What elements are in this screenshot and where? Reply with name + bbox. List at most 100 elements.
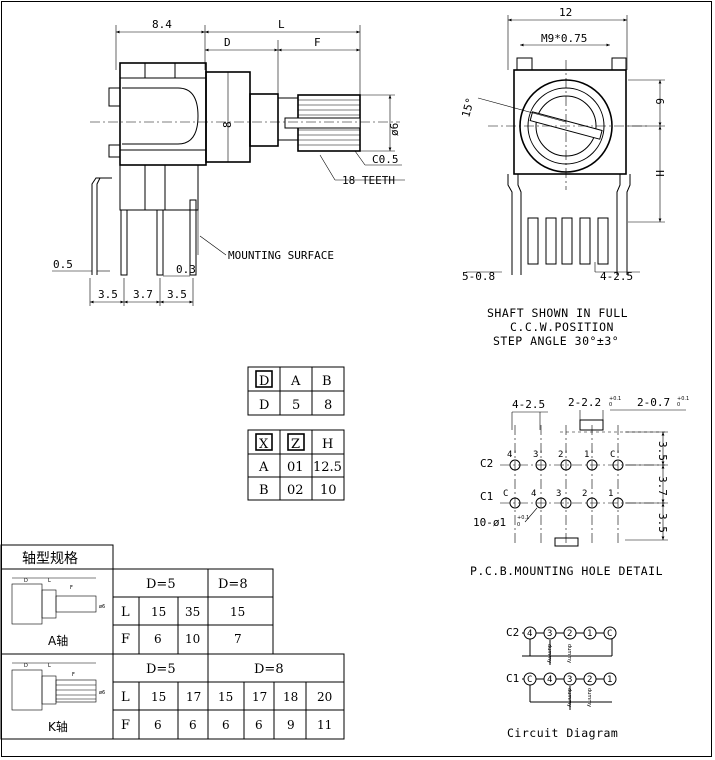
pcb-tol-2-07: +0.1: [677, 396, 689, 402]
knurl-lines: [298, 99, 360, 146]
a-row0-v2: 15: [230, 605, 245, 619]
label-mounting-surface: MOUNTING SURFACE: [228, 249, 334, 262]
pcb-row2-1: 4: [531, 489, 536, 499]
pcb-tol-2-22b: 0: [609, 402, 612, 408]
dim-37: 3.7: [133, 288, 153, 301]
k-row1-v4: 9: [287, 718, 295, 732]
dim-6: 6: [653, 98, 666, 105]
circuit-top-1: 3: [547, 629, 552, 639]
k-group-1: D=8: [254, 662, 284, 677]
dim-phi6: ø6: [388, 123, 401, 136]
circuit-top-4: C: [607, 629, 612, 639]
dim-8-4: 8.4: [152, 18, 172, 31]
table-d-r0: D: [259, 398, 269, 413]
pcb-dim-37: 3.7: [656, 476, 669, 496]
pcb-row1-3: 1': [584, 450, 595, 460]
note-ccw: C.C.W.POSITION: [510, 320, 614, 334]
dim-4-25: 4-2.5: [600, 270, 633, 283]
circuit-bot-4: 1: [607, 675, 612, 685]
circuit-top-3: 1: [587, 629, 592, 639]
a-row0-label: L: [121, 605, 130, 620]
table-d-h0: D: [259, 374, 269, 389]
pcb-detail: 4-2.5 2-2.2 +0.1 0 2-0.7 +0.1 0: [470, 396, 689, 578]
table-h-r0c1: 01: [287, 460, 304, 475]
circuit-dummy-1: dummy: [546, 644, 552, 663]
circuit-top-0: 4: [527, 629, 532, 639]
a-group-0: D=5: [146, 577, 176, 592]
label-18-teeth: 18 TEETH: [342, 174, 395, 187]
k-shaft-label: K轴: [48, 719, 68, 734]
table-h-r0c2: 12.5: [313, 460, 342, 475]
table-h-r0c0: A: [258, 460, 269, 475]
pcb-row2-4: 1: [608, 489, 613, 499]
dim-5-08: 5-0.8: [462, 270, 495, 283]
pcb-caption: P.C.B.MOUNTING HOLE DETAIL: [470, 564, 663, 578]
a-shaft-sketch: D L F ø6: [11, 577, 105, 625]
k-mini-phi: ø6: [99, 690, 105, 696]
dim-c05: C0.5: [372, 153, 399, 166]
pcb-row1-0: 4': [507, 450, 518, 460]
table-h-h1: Z: [291, 437, 300, 452]
pcb-holes-tolb: 0: [517, 522, 520, 528]
k-row1-v3: 6: [255, 718, 263, 732]
k-row1-v0: 6: [154, 718, 162, 732]
angle-15: 15°: [459, 96, 477, 119]
pcb-dim-4-25: 4-2.5: [512, 398, 545, 411]
circuit-c1: C1: [506, 672, 519, 685]
circuit-caption: Circuit Diagram: [507, 726, 618, 740]
circuit-diagram: C2 C1 4 3 2 1 C C 4 3 2 1 dummy dummy du…: [506, 626, 618, 740]
k-row0-v3: 17: [252, 690, 267, 704]
k-row0-v1: 17: [186, 690, 201, 704]
dim-35b: 3.5: [167, 288, 187, 301]
circuit-c2: C2: [506, 626, 519, 639]
dim-L: L: [278, 18, 285, 31]
circuit-dummy-4: dummy: [586, 688, 592, 707]
table-h-h0: X: [259, 437, 269, 452]
k-row1-v5: 11: [317, 718, 332, 732]
k-mini-l: L: [48, 663, 51, 669]
pcb-row2-0: C: [503, 489, 508, 499]
dim-H: H: [653, 170, 666, 177]
k-group-0: D=5: [146, 662, 176, 677]
a-row1-v2: 7: [234, 632, 242, 646]
note-shaft-full: SHAFT SHOWN IN FULL: [487, 306, 628, 320]
k-row1-v1: 6: [189, 718, 197, 732]
dim-12: 12: [559, 6, 572, 19]
k-row0-label: L: [121, 690, 130, 705]
note-step-angle: STEP ANGLE 30°±3°: [493, 334, 619, 348]
pcb-row1-1: 3': [533, 450, 544, 460]
table-d-h2: B: [322, 374, 332, 389]
circuit-bot-2: 3: [567, 675, 572, 685]
spec-tables: 轴型规格 D=5 D=8 L 15 35 15 F 6 10 7 D L F ø…: [0, 544, 345, 740]
pcb-c1: C1: [480, 490, 493, 503]
pcb-row1-4: C': [610, 450, 621, 460]
table-h-h2: H: [322, 437, 333, 452]
a-row1-v0: 6: [154, 632, 162, 646]
k-mini-f: F: [72, 672, 75, 678]
pcb-dim-2-07: 2-0.7: [637, 396, 670, 409]
side-view: 8.4 L D F 8: [52, 18, 405, 306]
pcb-dim-2-22: 2-2.2: [568, 396, 601, 409]
pcb-holes: [509, 459, 624, 509]
a-mini-d: D: [24, 578, 28, 584]
k-row1-v2: 6: [222, 718, 230, 732]
table-d-h1: A: [290, 374, 301, 389]
thread-m9: M9*0.75: [541, 32, 587, 45]
pcb-row2-2: 3: [556, 489, 561, 499]
k-row1-label: F: [121, 718, 130, 733]
circuit-top-2: 2: [567, 629, 572, 639]
table-h-r1c1: 02: [287, 483, 304, 498]
a-row1-label: F: [121, 632, 130, 647]
table-h-r1c0: B: [259, 483, 269, 498]
a-group-1: D=8: [218, 577, 248, 592]
table-h-r1c2: 10: [320, 483, 337, 498]
pcb-holes-label: 10-ø1: [473, 516, 506, 529]
a-row1-v1: 10: [185, 632, 200, 646]
k-row0-v2: 15: [218, 690, 233, 704]
pcb-c2: C2: [480, 457, 493, 470]
pcb-tol-2-07b: 0: [677, 402, 680, 408]
k-mini-d: D: [24, 663, 28, 669]
a-mini-phi: ø6: [99, 604, 105, 610]
dim-F: F: [314, 36, 321, 49]
